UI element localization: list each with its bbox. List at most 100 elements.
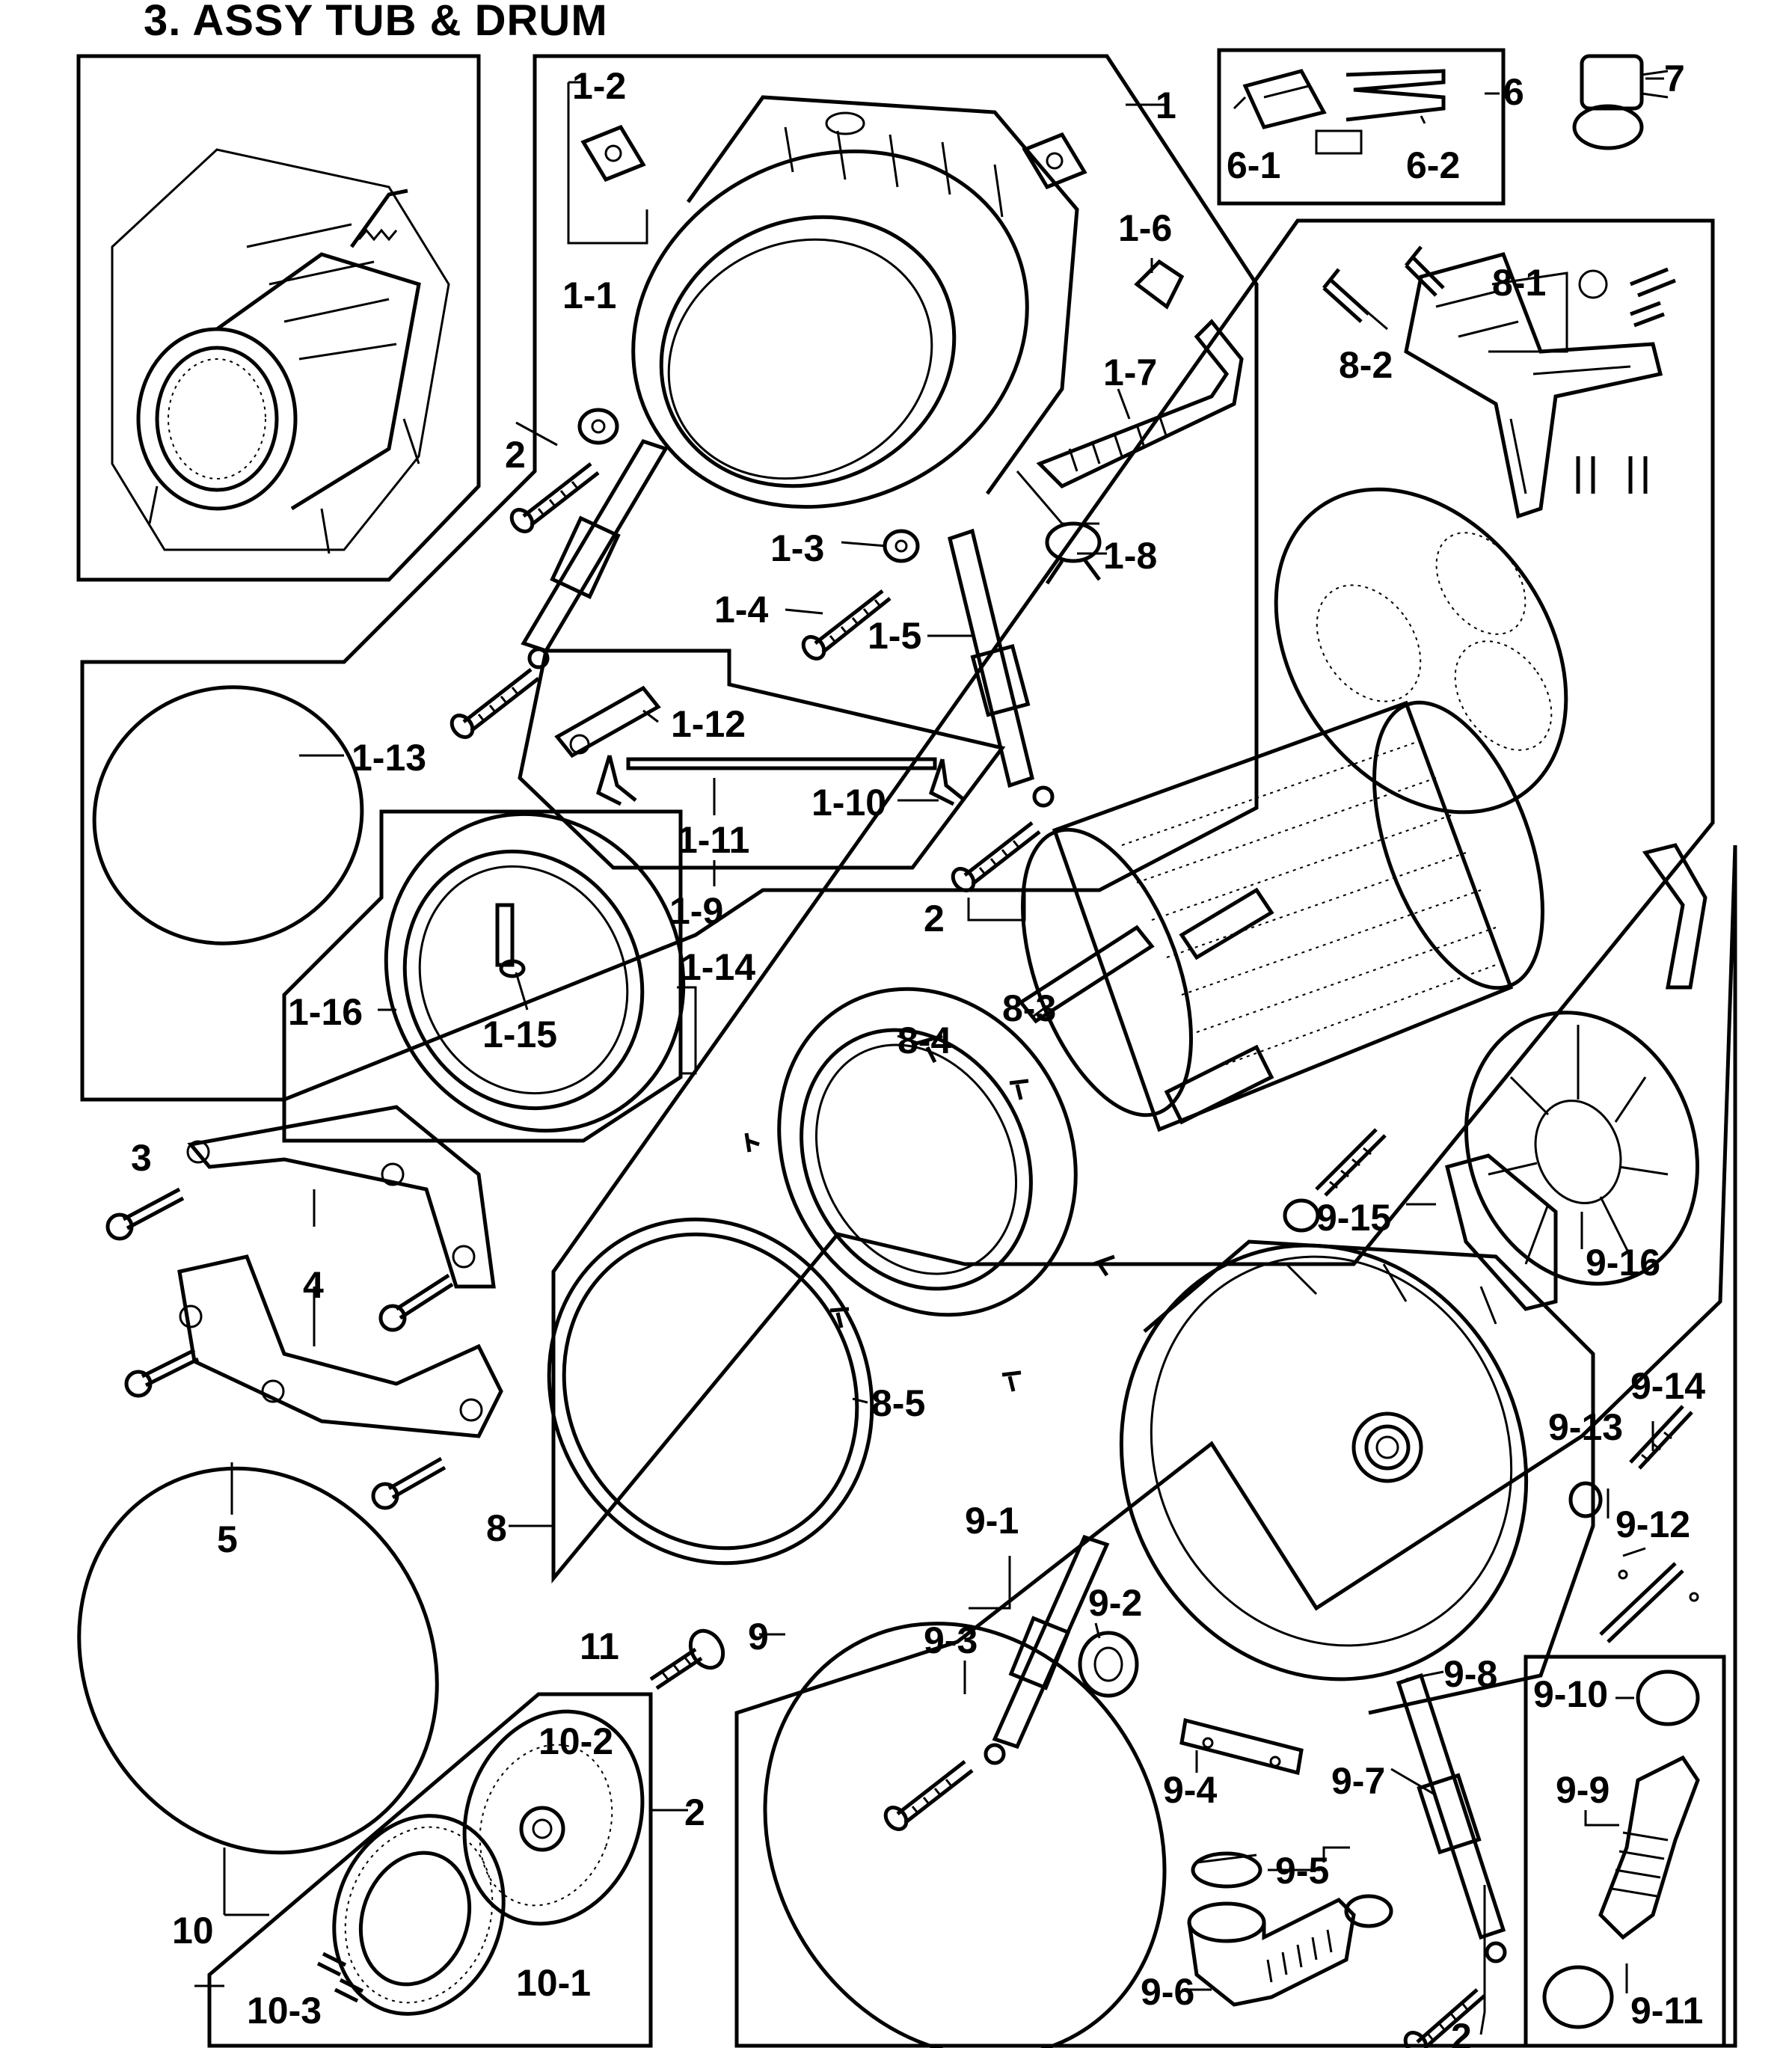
label-9-2: 9-2	[1088, 1582, 1142, 1624]
label-1-1: 1-1	[562, 275, 616, 316]
group-9-frame	[734, 844, 1737, 2048]
label-8-3: 8-3	[1002, 987, 1056, 1029]
bolt-2-lower	[883, 1760, 974, 1831]
label-1-16: 1-16	[288, 991, 363, 1033]
hose-9-6	[1187, 1897, 1356, 2007]
label-1-9: 1-9	[669, 890, 723, 932]
label-2-lower: 2	[684, 1791, 705, 1833]
label-3: 3	[131, 1137, 152, 1179]
screws-8-4	[744, 1034, 1115, 1392]
bolt-2-middle	[951, 821, 1041, 892]
bolts-3	[105, 1187, 454, 1510]
balancer-ring-8-5	[547, 1217, 874, 1566]
label-10: 10	[172, 1910, 214, 1952]
label-1-6: 1-6	[1118, 207, 1172, 249]
drum-flange-8-1	[1404, 251, 1663, 519]
label-7: 7	[1664, 58, 1685, 99]
label-9-5: 9-5	[1275, 1850, 1329, 1892]
label-8: 8	[486, 1507, 507, 1549]
counterweight-lower-4	[177, 1254, 503, 1438]
label-1-12: 1-12	[671, 703, 746, 745]
label-1-11: 1-11	[677, 819, 749, 861]
heater-element-6-2	[1315, 69, 1446, 155]
flange-bolts-8-2	[1322, 245, 1676, 494]
drum-back-8	[1274, 487, 1568, 815]
label-9-15: 9-15	[1316, 1197, 1391, 1239]
pump-7	[1572, 54, 1669, 150]
label-9-8: 9-8	[1443, 1653, 1497, 1695]
label-9-16: 9-16	[1586, 1242, 1660, 1284]
label-9-1: 9-1	[965, 1500, 1019, 1542]
label-9-4: 9-4	[1163, 1769, 1217, 1811]
label-1-3: 1-3	[770, 527, 824, 569]
label-6: 6	[1503, 71, 1524, 113]
group-1-14-frame	[282, 809, 683, 1143]
lifter-8-3	[1018, 887, 1274, 1125]
label-2-middle: 2	[924, 898, 945, 939]
label-4: 4	[303, 1264, 324, 1306]
label-1-8: 1-8	[1103, 535, 1157, 577]
label-9-10: 9-10	[1533, 1673, 1608, 1715]
damper-left	[521, 438, 669, 669]
rod-1-11	[626, 757, 937, 770]
damper-1-5	[948, 528, 1055, 808]
label-9-6: 9-6	[1141, 1971, 1194, 2013]
washer-9-15	[1283, 1198, 1320, 1233]
hose-clip-1-6	[1134, 259, 1185, 310]
label-9-3: 9-3	[924, 1619, 978, 1661]
counterweight-upper-4	[186, 1105, 496, 1289]
washer-2-top	[577, 408, 619, 445]
label-9-11: 9-11	[1630, 1990, 1703, 2032]
group-10-frame	[207, 1692, 653, 2048]
group-1-9-frame	[518, 649, 1006, 870]
group-frames	[76, 48, 1737, 2048]
label-1: 1	[1156, 85, 1176, 126]
label-10-2: 10-2	[538, 1720, 613, 1762]
label-8-1: 8-1	[1492, 262, 1546, 304]
outer-tub-rear-9	[1119, 1239, 1595, 1715]
label-2-top: 2	[505, 434, 526, 476]
rotor-10-2	[462, 1709, 645, 1926]
label-1-13: 1-13	[352, 737, 426, 779]
assembly-overview-frame	[76, 54, 481, 582]
callout-labels: 1 1-2 1-1 1-3 1-4 1-5 1-6 1-7 1-8 1-12 1…	[131, 58, 1705, 2048]
label-1-15: 1-15	[482, 1014, 557, 1055]
stator-10-1	[332, 1814, 506, 2016]
bolt-2-bottom	[1403, 1988, 1486, 2048]
group-6-frame	[1217, 48, 1506, 206]
seal-9-2	[1078, 1631, 1139, 1698]
clamp-ring-5	[77, 1466, 439, 1855]
bracket-9-15	[1444, 843, 1707, 1311]
label-1-10: 1-10	[811, 782, 886, 824]
screw-11	[649, 1628, 725, 1690]
hose-9-9	[1598, 1755, 1700, 1940]
bolt-9-15	[1315, 1128, 1387, 1197]
assembled-tub-drum-overview	[111, 148, 450, 554]
outer-tub-front-1	[631, 95, 1079, 509]
label-1-4: 1-4	[714, 589, 768, 631]
leader-lines	[194, 77, 1664, 2035]
label-5: 5	[217, 1518, 238, 1560]
weight-bracket-1-12	[554, 685, 661, 758]
label-9-14: 9-14	[1630, 1365, 1705, 1407]
door-diaphragm-1-13	[92, 685, 364, 945]
label-1-7: 1-7	[1103, 352, 1157, 393]
label-1-2: 1-2	[572, 65, 626, 107]
label-1-14: 1-14	[681, 946, 755, 988]
bolt-2-top	[509, 462, 600, 533]
label-8-5: 8-5	[871, 1382, 925, 1424]
label-9-13: 9-13	[1548, 1406, 1623, 1448]
bolt-2-lower-left	[449, 668, 540, 739]
tub-gasket-9-3	[763, 1622, 1167, 2048]
label-9-7: 9-7	[1331, 1760, 1385, 1802]
label-6-1: 6-1	[1227, 144, 1280, 186]
bolt-9-14	[1629, 1405, 1693, 1470]
drum-front-8	[777, 987, 1078, 1317]
drum-spider-9-16	[1464, 1011, 1700, 1286]
damper-9-7	[1396, 1673, 1507, 1963]
tub-bracket-1-2	[580, 124, 646, 183]
label-8-4: 8-4	[897, 1020, 951, 1061]
damper-9-1	[984, 1534, 1110, 1765]
label-9-12: 9-12	[1615, 1503, 1690, 1545]
